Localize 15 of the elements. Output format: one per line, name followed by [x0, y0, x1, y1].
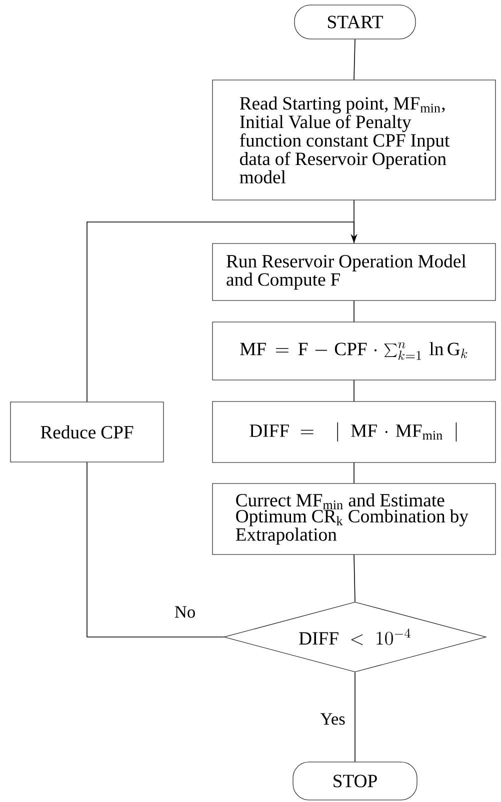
connector	[86, 462, 224, 638]
formula-box: $\mathrm{MF}=\mathrm{F}-\mathrm{CPF}\cdot\sum_{k=1}^{n}\,\ln \mathrm{G}_k$	[212, 322, 496, 380]
process-box: Run Reservoir Operation Model and Compute F	[212, 243, 496, 301]
edge-label: No	[173, 604, 197, 620]
formula-box: $\mathrm{DIFF}=\;|\;\mathrm{MF}\cdot\mathrm{MF}_{\min}\;|$	[212, 401, 496, 463]
connector	[86, 222, 358, 402]
connector	[354, 38, 356, 80]
process-box: Reduce CPF	[10, 402, 164, 462]
connector	[354, 554, 356, 602]
terminal-box: START	[294, 4, 416, 40]
process-box: Read Starting point, MF$_{min}$, Initial Value of Penalty function constant CPF Input data of Reservoir Operation model	[212, 80, 496, 200]
edge-label: Yes	[318, 712, 347, 726]
process-box: Currect MF$_{min}$ and Estimate Optimum CR$_{k}$ Combination by Extrapolation	[212, 483, 496, 555]
connector	[354, 672, 356, 762]
terminal-box: STOP	[292, 762, 418, 800]
